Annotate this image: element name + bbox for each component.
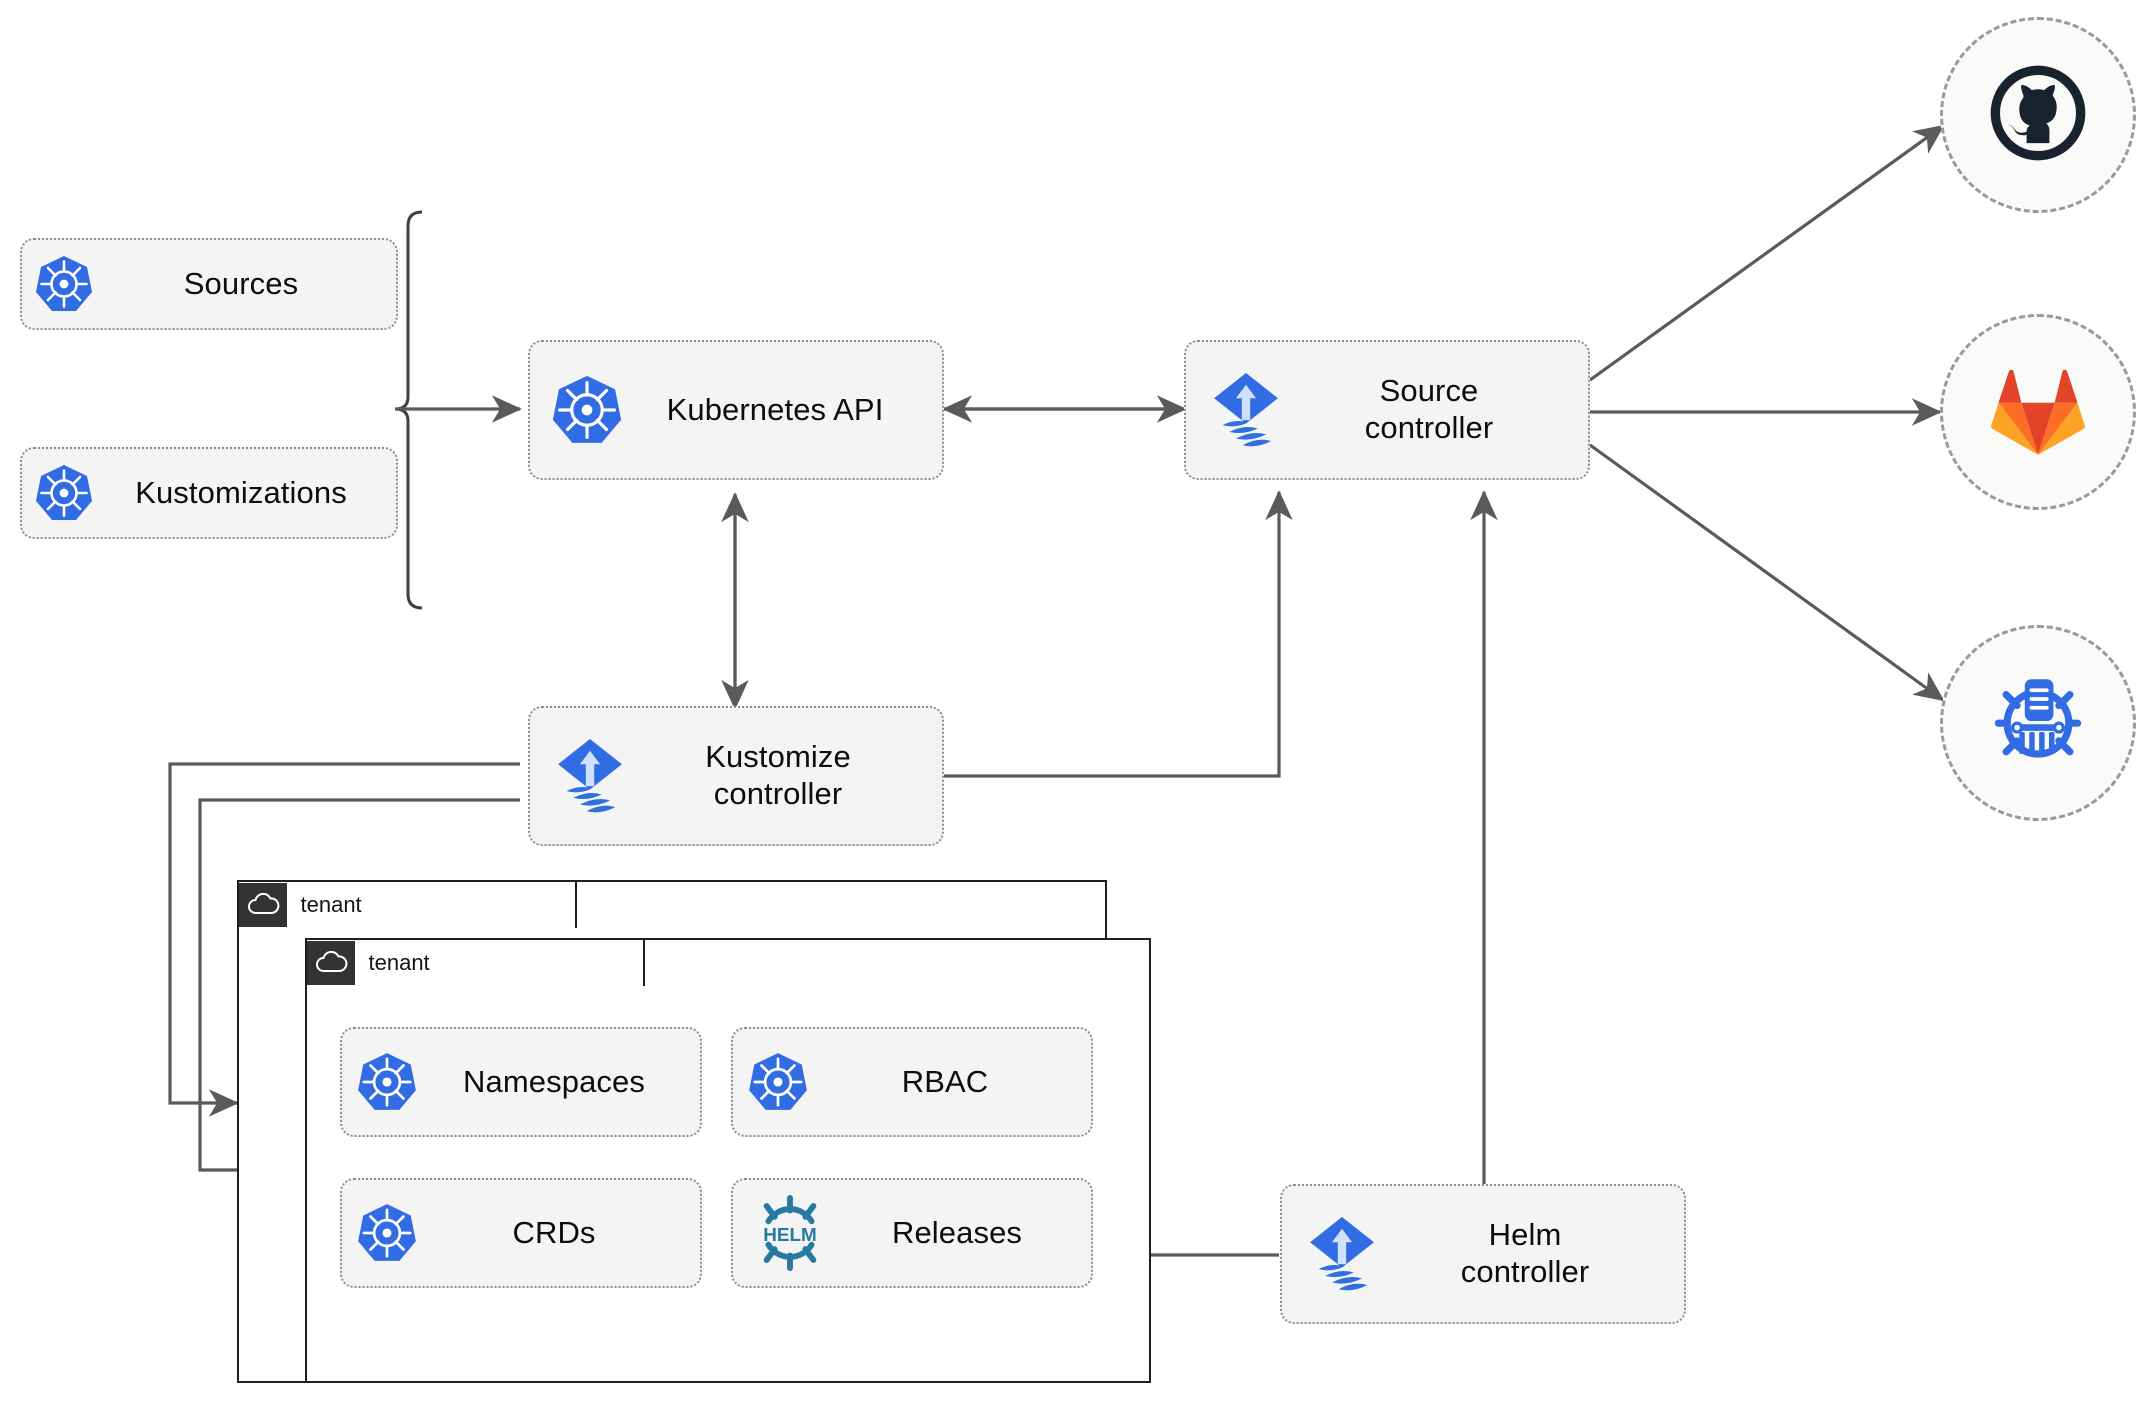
resource-card-label: Kustomizations [135, 474, 347, 510]
provider-oci-registry[interactable] [1940, 625, 2136, 821]
tenant-resource-rbac[interactable]: RBAC [731, 1027, 1093, 1137]
resource-card-label: Sources [183, 265, 299, 301]
flux-icon [548, 734, 632, 818]
tenant-resource-label: Namespaces [463, 1063, 645, 1099]
kubernetes-icon [32, 252, 96, 316]
node-label: Kustomize controller [705, 739, 851, 811]
node-kubernetes-api[interactable]: Kubernetes API [528, 340, 944, 480]
tenant-resource-crds[interactable]: CRDs [340, 1178, 702, 1288]
kubernetes-icon [354, 1200, 420, 1266]
resource-card-kustomizations[interactable]: Kustomizations [20, 447, 398, 539]
node-label: Kubernetes API [666, 391, 884, 427]
tenant-resource-label: Releases [891, 1214, 1023, 1250]
tenant-label: tenant [368, 949, 430, 975]
cloud-icon [306, 940, 355, 985]
cloud-icon [238, 882, 287, 927]
helm-icon: HELM [745, 1194, 835, 1272]
provider-github[interactable] [1940, 17, 2136, 213]
tenant-resource-label: CRDs [512, 1214, 596, 1250]
node-source-controller[interactable]: Source controller [1184, 340, 1590, 480]
provider-gitlab[interactable] [1940, 314, 2136, 510]
flux-icon [1204, 368, 1288, 452]
tenant-tab-outer[interactable]: tenant [236, 879, 577, 928]
oci-registry-icon [1983, 666, 2093, 781]
kubernetes-icon [548, 371, 626, 449]
resource-card-sources[interactable]: Sources [20, 238, 398, 330]
github-icon [1986, 61, 2090, 170]
flux-icon [1300, 1212, 1384, 1296]
tenant-resource-releases[interactable]: HELM Releases [731, 1178, 1093, 1288]
tenant-frame-inner: tenant [304, 937, 1151, 1383]
gitlab-icon [1986, 361, 2090, 464]
svg-text:HELM: HELM [763, 1225, 817, 1246]
tenant-label: tenant [300, 891, 362, 917]
kubernetes-icon [354, 1049, 420, 1115]
node-helm-controller[interactable]: Helm controller [1280, 1184, 1686, 1324]
node-label: Source controller [1364, 373, 1494, 445]
node-kustomize-controller[interactable]: Kustomize controller [528, 706, 944, 846]
tenant-resource-namespaces[interactable]: Namespaces [340, 1027, 702, 1137]
tenant-tab-inner[interactable]: tenant [304, 937, 645, 986]
kubernetes-icon [32, 461, 96, 525]
kubernetes-icon [745, 1049, 811, 1115]
node-label: Helm controller [1460, 1217, 1590, 1289]
tenant-resource-label: RBAC [901, 1063, 989, 1099]
